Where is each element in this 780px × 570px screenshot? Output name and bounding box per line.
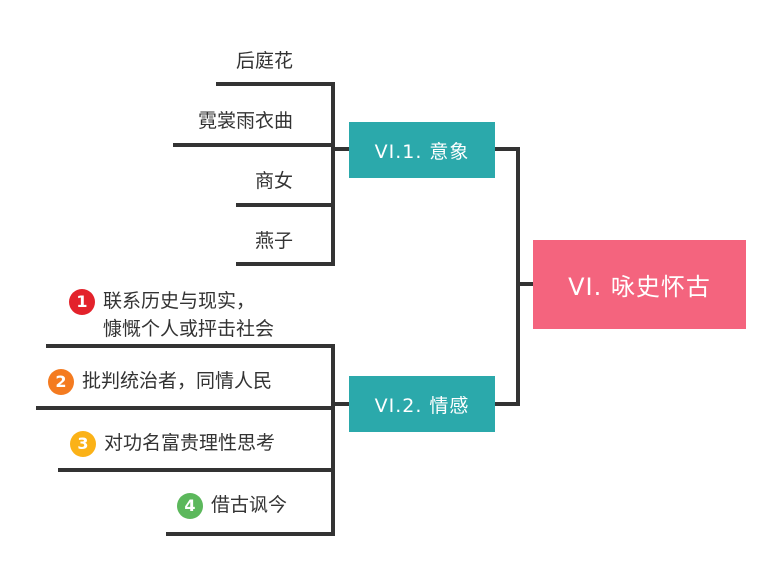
number-4-icon: 4 — [177, 492, 203, 519]
branch-node-qinggan: VI.2. 情感 — [349, 376, 495, 432]
branch-label: VI.1. 意象 — [374, 140, 470, 163]
leaf-shangnv: 商女 — [254, 170, 293, 192]
connector-branch1 — [331, 82, 351, 266]
leaf-emotion-2: 2 批判统治者，同情人民 — [48, 368, 272, 395]
leaf-line: 借古讽今 — [211, 494, 288, 516]
connector-branch2 — [331, 344, 351, 536]
connector-root-branches — [493, 147, 535, 406]
leaf-line: 联系历史与现实， — [103, 290, 256, 312]
leaf-line: 慷慨个人或抨击社会 — [103, 318, 275, 340]
leaf-emotion-4: 4 借古讽今 — [177, 492, 287, 519]
root-node: VI. 咏史怀古 — [533, 240, 746, 329]
leaf-yanzi: 燕子 — [254, 230, 293, 252]
branch-node-yixiang: VI.1. 意象 — [349, 122, 495, 178]
number-2-icon: 2 — [48, 368, 74, 395]
leaf-nichang: 霓裳雨衣曲 — [197, 110, 293, 132]
leaf-line: 批判统治者，同情人民 — [82, 370, 273, 392]
leaf-emotion-1: 1 联系历史与现实， 慷慨个人或抨击社会 — [69, 287, 274, 343]
leaf-emotion-3: 3 对功名富贵理性思考 — [70, 430, 275, 457]
number-1-icon: 1 — [69, 289, 95, 315]
leaf-houtinghua: 后庭花 — [235, 50, 293, 72]
number-3-icon: 3 — [70, 430, 96, 457]
leaf-line: 对功名富贵理性思考 — [104, 432, 276, 454]
root-label: VI. 咏史怀古 — [568, 273, 711, 301]
branch-label: VI.2. 情感 — [374, 394, 470, 417]
